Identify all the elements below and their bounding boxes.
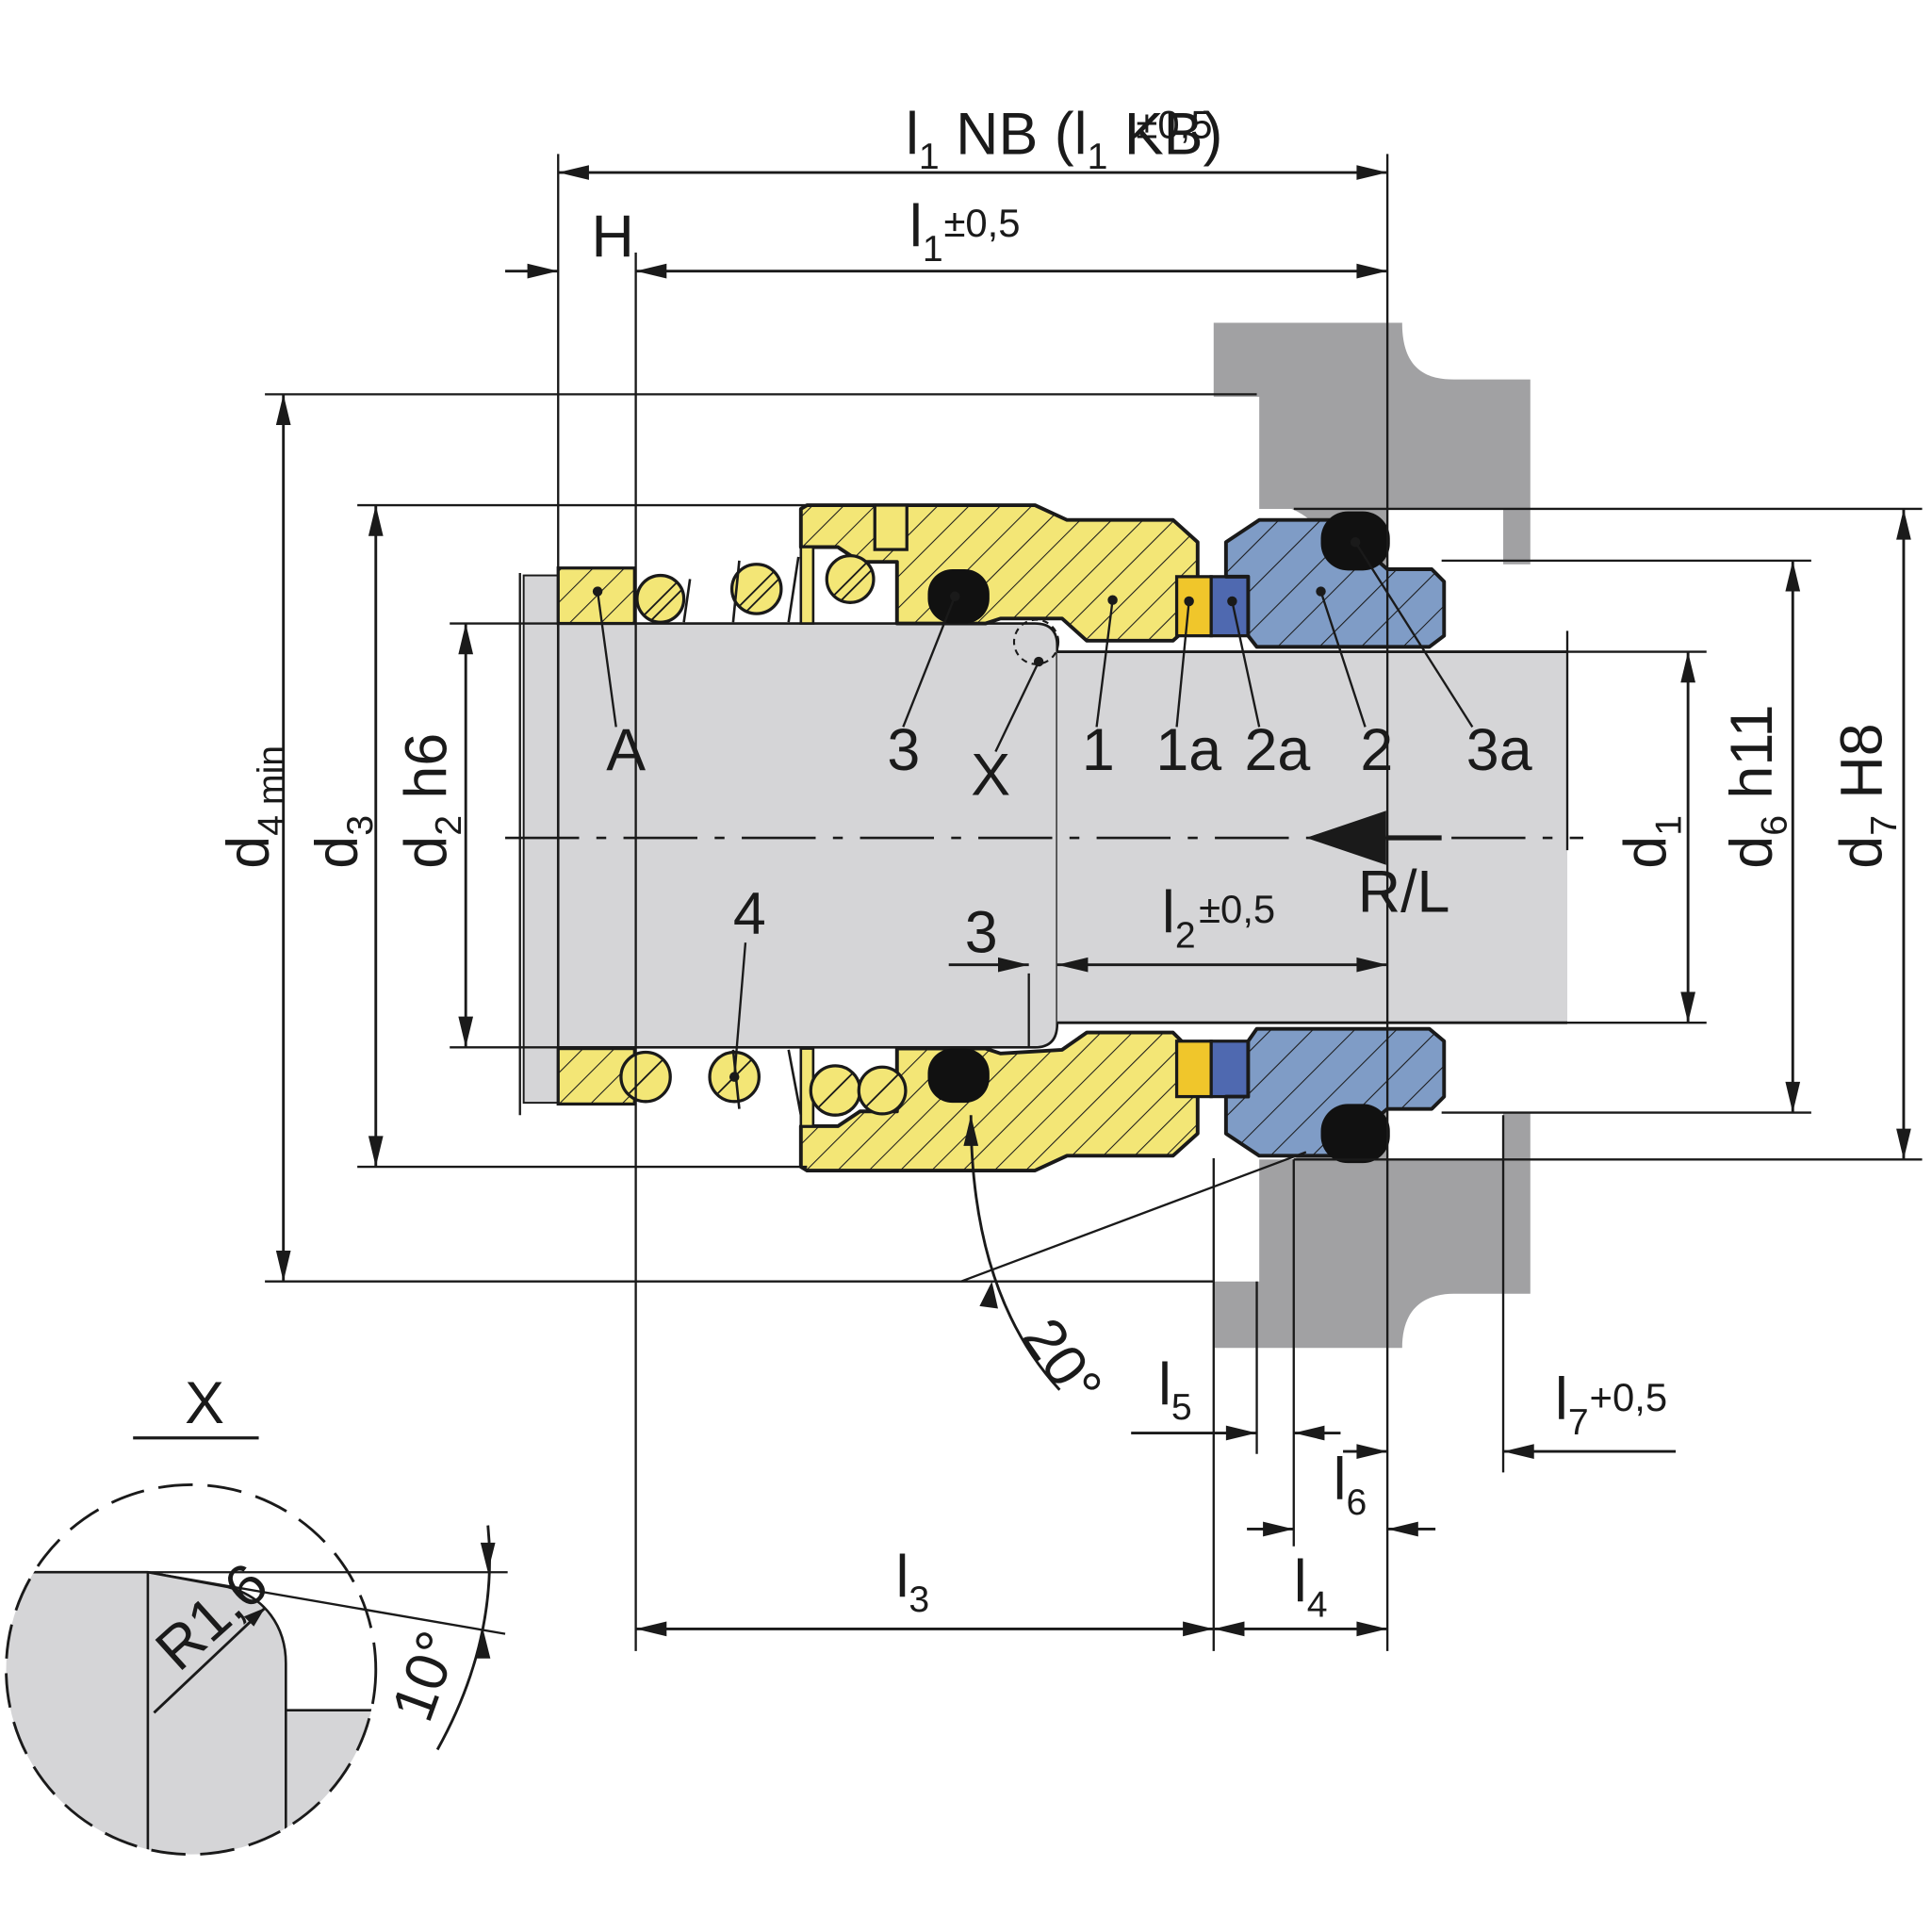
label-l3: l3 [895,1544,929,1620]
o-ring-3a [1320,511,1390,1164]
label-3-gap: 3 [965,900,998,966]
extension-lines [265,154,1923,1651]
label-l5: l5 [1158,1351,1192,1428]
stationary-seat-2 [1223,517,1447,1158]
spring-4 [619,554,908,1117]
label-l1-nb: l1 NB (l1 KB) [906,101,1222,177]
part-label-1a: 1a [1155,717,1221,783]
part-label-2: 2 [1360,717,1393,783]
label-angle-10: 10° [379,1623,471,1729]
label-d3: d3 [304,815,381,869]
label-angle-20: 20° [1009,1306,1115,1417]
label-d1: d1 [1613,815,1690,869]
part-label-3a: 3a [1466,717,1532,783]
part-label-4: 4 [733,881,766,947]
label-d7: d7 H8 [1828,723,1905,868]
label-l1-tol: ±0,5 [943,201,1020,245]
label-l7: l7 [1555,1367,1589,1443]
part-labels: A 3 X 1 1a 2a 2 3a 4 [606,717,1531,947]
part-label-2a: 2a [1244,717,1310,783]
rotation-arrow [1305,810,1442,865]
part-label-3: 3 [887,717,920,783]
part-label-1: 1 [1082,717,1115,783]
part-label-X: X [971,742,1010,808]
label-d2: d2 h6 [393,733,469,869]
label-d4: d4 min [216,745,292,869]
clamp-ring-A [556,566,636,1106]
label-l7-tol: +0,5 [1590,1375,1668,1419]
label-l2-tol: ±0,5 [1199,887,1275,931]
label-rotation: R/L [1358,859,1450,925]
label-d6: d6 h11 [1719,705,1795,869]
dimension-lines [275,165,1911,1637]
label-l4: l4 [1294,1549,1328,1626]
label-l2: l2 [1162,880,1196,957]
label-l1: l1 [909,193,943,270]
label-h: H [592,204,634,270]
leader-lines [592,537,1474,1082]
detail-title: X [185,1370,224,1436]
part-label-A: A [606,717,646,783]
label-l1-nb-tol: ±0,5 [1136,102,1212,146]
detail-view-x: X R1,6 10° [5,1370,508,1857]
label-l6: l6 [1334,1447,1367,1523]
seal-ring-1 [798,503,1200,1172]
